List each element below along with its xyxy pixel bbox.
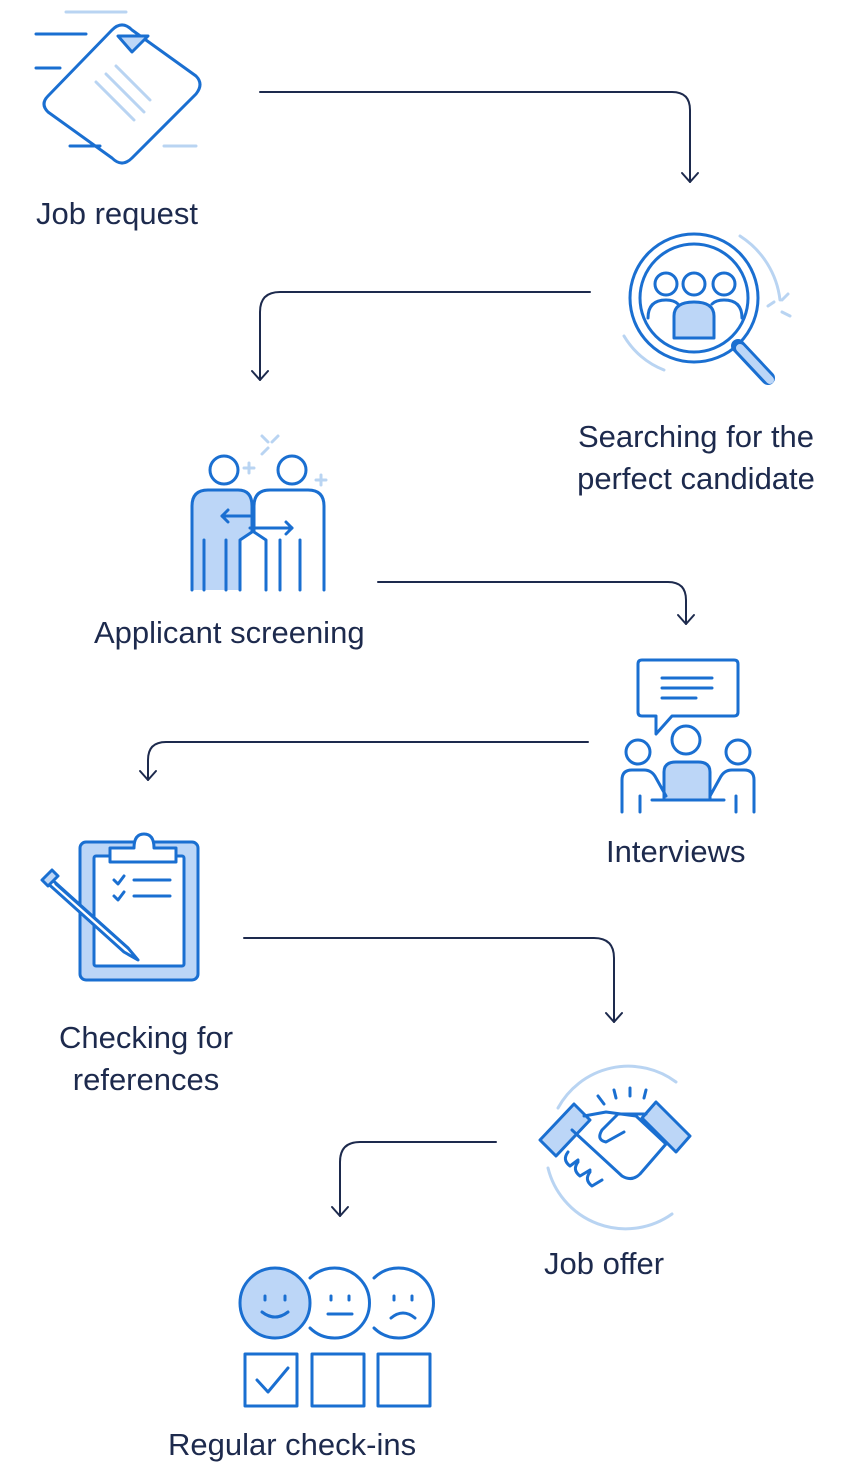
arrow-3 <box>377 581 695 625</box>
arrow-1 <box>259 91 699 183</box>
step-label-checking-line1: Checking for <box>58 1020 234 1055</box>
step-label-interviews: Interviews <box>606 834 746 869</box>
step-label-job-offer: Job offer <box>544 1246 665 1281</box>
step-label-job-request: Job request <box>36 196 198 231</box>
step-label-searching-line1: Searching for the <box>577 419 815 454</box>
step-label-checking-line2: references <box>72 1062 220 1097</box>
step-label-searching: Searching for the perfect candidate <box>544 416 848 500</box>
step-label-checking-references: Checking for references <box>36 1017 256 1101</box>
step-label-searching-line2: perfect candidate <box>577 461 815 496</box>
step-label-applicant-screening: Applicant screening <box>94 615 365 650</box>
step-label-regular-check-ins: Regular check-ins <box>168 1427 417 1462</box>
arrow-5 <box>243 937 623 1023</box>
arrow-2 <box>251 291 591 381</box>
arrow-4 <box>139 741 589 781</box>
arrow-6 <box>331 1141 497 1217</box>
